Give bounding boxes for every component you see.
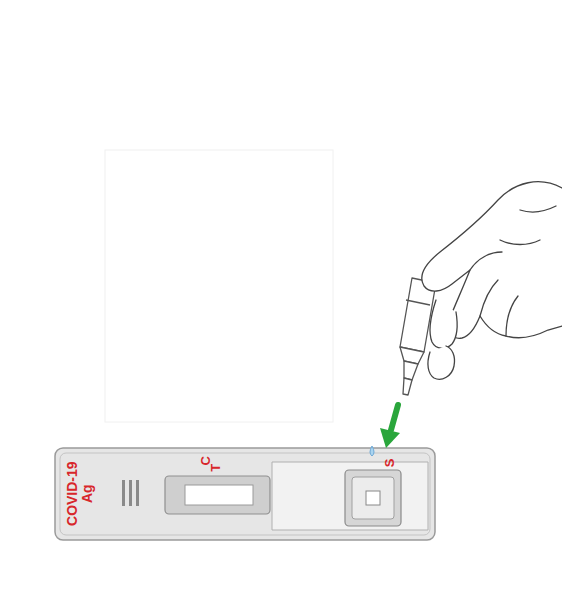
test-cassette	[55, 448, 435, 540]
sample-well-label: S	[383, 456, 397, 470]
product-name: COVID-19 Ag	[65, 461, 94, 527]
sample-well-inner	[352, 477, 394, 519]
sample-drop	[370, 446, 374, 456]
background-panel	[105, 150, 333, 422]
drop-arrow	[380, 405, 400, 448]
grip-bars	[122, 480, 139, 506]
sample-hole	[366, 491, 380, 505]
test-line-label: T	[209, 461, 223, 475]
sample-panel	[272, 462, 428, 530]
sample-well	[345, 470, 401, 526]
hand	[422, 182, 562, 379]
test-strip	[185, 485, 253, 505]
result-window	[165, 476, 270, 514]
cassette-rim	[60, 453, 430, 535]
